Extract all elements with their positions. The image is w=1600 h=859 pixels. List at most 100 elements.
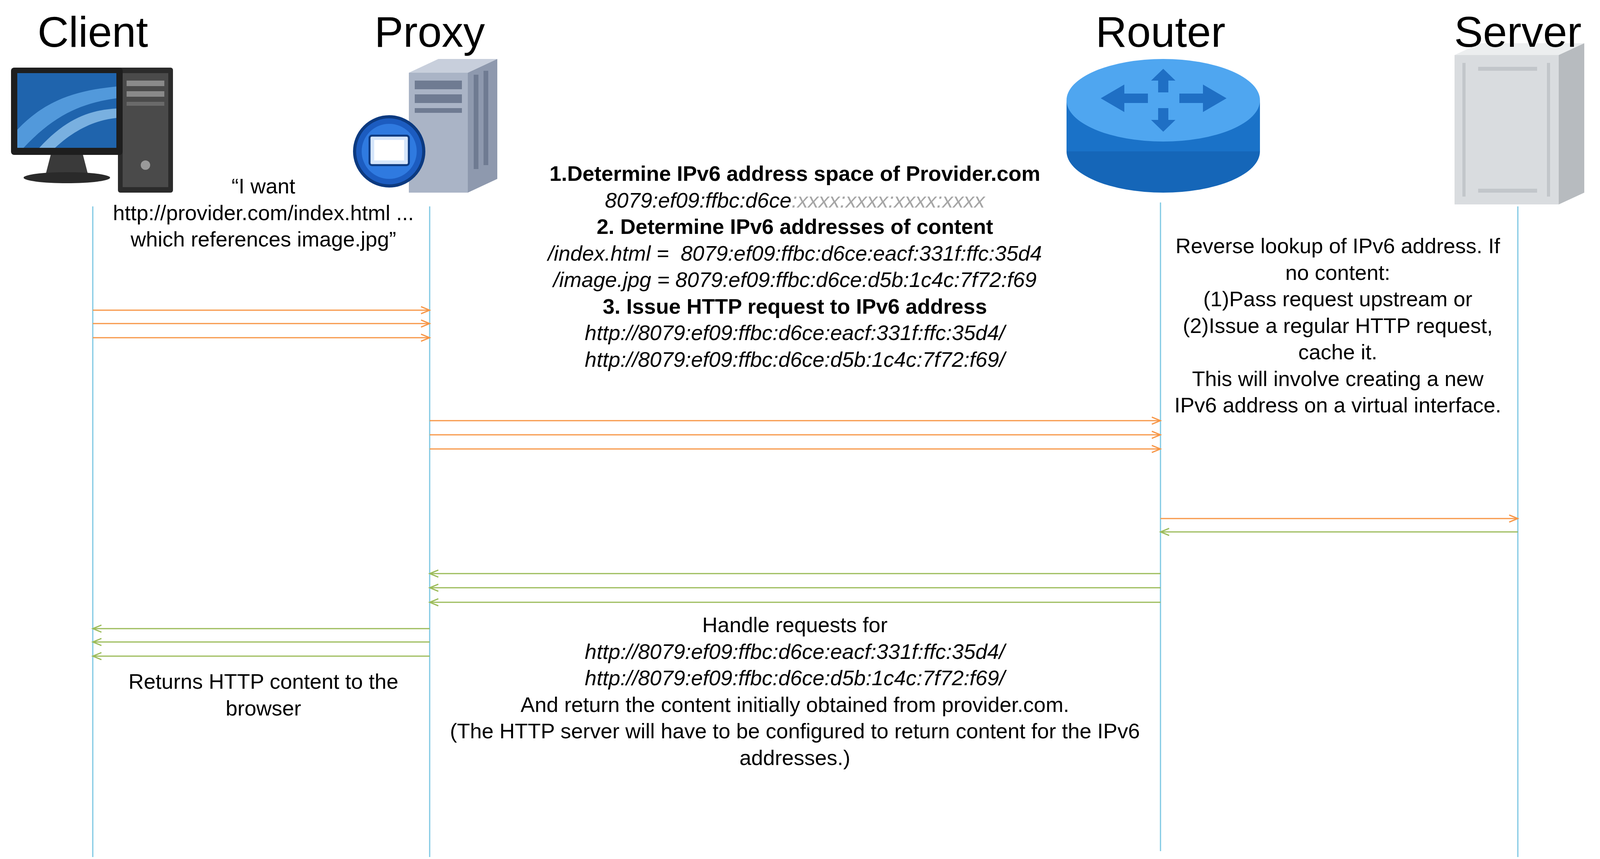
note-text: http://8079:ef09:ffbc:d6ce:d5b:1c4c:7f72… bbox=[584, 347, 1006, 372]
server-icon bbox=[1454, 43, 1585, 205]
lifeline bbox=[92, 206, 94, 858]
proxy-server-icon bbox=[354, 58, 498, 193]
server-note: Handle requests forhttp://8079:ef09:ffbc… bbox=[448, 611, 1141, 771]
text-line: This will involve creating a new IPv6 ad… bbox=[1168, 365, 1507, 419]
router-note: Reverse lookup of IPv6 address. If no co… bbox=[1168, 232, 1507, 419]
message-arrow bbox=[92, 334, 430, 342]
note-text: :xxxx:xxxx:xxxx:xxxx bbox=[791, 188, 985, 212]
message-arrow bbox=[429, 417, 1161, 425]
actor-heading: Router bbox=[1095, 7, 1226, 58]
message-arrow bbox=[429, 445, 1161, 453]
message-line bbox=[429, 601, 1161, 604]
text-line: http://8079:ef09:ffbc:d6ce:eacf:331f:ffc… bbox=[448, 319, 1141, 347]
note-text: (2)Issue a regular HTTP request, cache i… bbox=[1182, 313, 1493, 365]
note-text: Handle requests for bbox=[702, 612, 888, 637]
note-text: 1.Determine IPv6 address space of Provid… bbox=[549, 161, 1041, 186]
arrow-head bbox=[1151, 431, 1161, 439]
message-arrow bbox=[92, 625, 430, 633]
message-arrow bbox=[429, 598, 1161, 606]
note-text: http://8079:ef09:ffbc:d6ce:eacf:331f:ffc… bbox=[584, 639, 1006, 664]
text-line: http://8079:ef09:ffbc:d6ce:eacf:331f:ffc… bbox=[448, 638, 1141, 666]
note-text: http://8079:ef09:ffbc:d6ce:eacf:331f:ffc… bbox=[584, 320, 1006, 345]
arrow-head bbox=[92, 652, 102, 660]
note-text: Returns HTTP content to the browser bbox=[128, 669, 399, 720]
text-line: http://8079:ef09:ffbc:d6ce:d5b:1c4c:7f72… bbox=[448, 664, 1141, 692]
text-line: http://8079:ef09:ffbc:d6ce:d5b:1c4c:7f72… bbox=[448, 346, 1141, 374]
text-line: “I want http://provider.com/index.html .… bbox=[110, 172, 417, 253]
text-line: /image.jpg = 8079:ef09:ffbc:d6ce:d5b:1c4… bbox=[448, 266, 1141, 294]
note-text: http://8079:ef09:ffbc:d6ce:d5b:1c4c:7f72… bbox=[584, 665, 1006, 690]
message-arrow bbox=[429, 570, 1161, 578]
arrow-head bbox=[1151, 445, 1161, 453]
arrow-head bbox=[429, 598, 439, 606]
actor-heading: Client bbox=[37, 7, 148, 58]
message-line bbox=[429, 448, 1161, 450]
message-arrow bbox=[429, 584, 1161, 592]
arrow-head bbox=[421, 320, 430, 328]
actor-name: Client bbox=[37, 7, 148, 58]
text-line: 2. Determine IPv6 addresses of content bbox=[448, 213, 1141, 241]
text-line: Reverse lookup of IPv6 address. If no co… bbox=[1168, 232, 1507, 286]
note-text: 3. Issue HTTP request to IPv6 address bbox=[602, 294, 987, 319]
arrow-head bbox=[92, 625, 102, 633]
arrow-head bbox=[1160, 528, 1170, 536]
actor-name: Proxy bbox=[374, 7, 485, 58]
arrow-head bbox=[421, 306, 430, 314]
note-text: 2. Determine IPv6 addresses of content bbox=[596, 214, 994, 239]
arrow-head bbox=[1509, 514, 1518, 523]
message-arrow bbox=[429, 431, 1161, 439]
message-line bbox=[1160, 531, 1518, 533]
message-line bbox=[92, 323, 430, 325]
note-text: /image.jpg = 8079:ef09:ffbc:d6ce:d5b:1c4… bbox=[553, 267, 1037, 292]
response-note: Returns HTTP content to the browser bbox=[110, 668, 417, 722]
message-line bbox=[1160, 518, 1518, 520]
text-line: Returns HTTP content to the browser bbox=[110, 668, 417, 722]
message-arrow bbox=[92, 306, 430, 314]
message-arrow bbox=[92, 638, 430, 646]
note-text: “I want http://provider.com/index.html .… bbox=[112, 174, 414, 251]
message-line bbox=[429, 573, 1161, 575]
message-line bbox=[92, 641, 430, 643]
note-text: Reverse lookup of IPv6 address. If no co… bbox=[1175, 233, 1500, 285]
message-line bbox=[92, 655, 430, 657]
text-line: /index.html = 8079:ef09:ffbc:d6ce:eacf:3… bbox=[448, 240, 1141, 267]
request-note: “I want http://provider.com/index.html .… bbox=[110, 172, 417, 253]
router-icon bbox=[1066, 58, 1260, 193]
arrow-head bbox=[92, 638, 102, 646]
message-arrow bbox=[1160, 514, 1518, 523]
arrow-head bbox=[421, 334, 430, 342]
text-line: 1.Determine IPv6 address space of Provid… bbox=[448, 160, 1141, 188]
lifeline bbox=[1160, 202, 1162, 852]
actor-heading: Proxy bbox=[374, 7, 485, 58]
text-line: (2)Issue a regular HTTP request, cache i… bbox=[1168, 312, 1507, 366]
message-line bbox=[92, 337, 430, 339]
message-line bbox=[92, 309, 430, 311]
text-line: Handle requests for bbox=[448, 611, 1141, 639]
message-line bbox=[92, 628, 430, 630]
text-line: 8079:ef09:ffbc:d6ce:xxxx:xxxx:xxxx:xxxx bbox=[448, 187, 1141, 214]
proxy-steps: 1.Determine IPv6 address space of Provid… bbox=[448, 160, 1141, 373]
message-arrow bbox=[92, 652, 430, 660]
note-text: 8079:ef09:ffbc:d6ce bbox=[605, 188, 792, 212]
note-text: This will involve creating a new IPv6 ad… bbox=[1174, 366, 1501, 418]
text-line: And return the content initially obtaine… bbox=[448, 691, 1141, 719]
actor-heading: Server bbox=[1454, 7, 1582, 58]
message-arrow bbox=[92, 320, 430, 328]
lifelines bbox=[92, 202, 1518, 858]
message-line bbox=[429, 420, 1161, 422]
arrow-head bbox=[429, 570, 439, 578]
actor-name: Router bbox=[1095, 7, 1226, 58]
lifeline bbox=[429, 206, 431, 858]
note-text: And return the content initially obtaine… bbox=[520, 692, 1070, 717]
text-line: (The HTTP server will have to be configu… bbox=[448, 717, 1141, 771]
message-line bbox=[429, 434, 1161, 436]
note-text: (The HTTP server will have to be configu… bbox=[450, 719, 1141, 770]
text-line: 3. Issue HTTP request to IPv6 address bbox=[448, 293, 1141, 320]
message-line bbox=[429, 587, 1161, 589]
actor-name: Server bbox=[1454, 7, 1582, 58]
note-text: /index.html = 8079:ef09:ffbc:d6ce:eacf:3… bbox=[548, 241, 1042, 265]
message-arrow bbox=[1160, 528, 1518, 536]
client-computer-icon bbox=[11, 67, 173, 193]
arrow-head bbox=[1151, 417, 1161, 425]
note-text: (1)Pass request upstream or bbox=[1203, 286, 1473, 311]
